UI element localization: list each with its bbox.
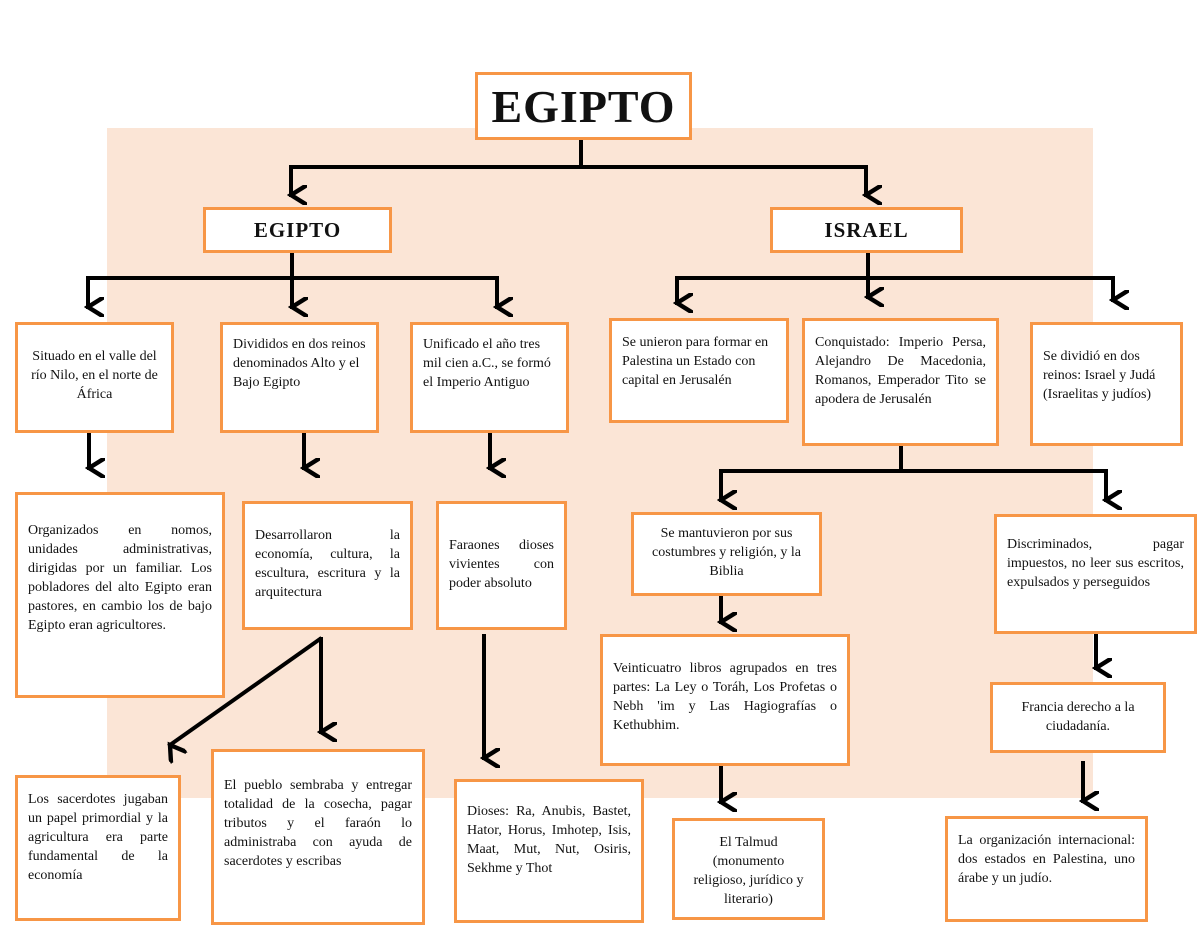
organizacion-box: La organización internacional: dos estad…: [945, 816, 1148, 922]
title-text: EGIPTO: [491, 80, 676, 132]
pueblo-box: El pueblo sembraba y entregar totalidad …: [211, 749, 425, 925]
desarrollaron-text: Desarrollaron la economía, cultura, la e…: [255, 528, 400, 600]
organizados-box: Organizados en nomos, unidades administr…: [15, 492, 225, 698]
unificado-text: Unificado el año tres mil cien a.C., se …: [423, 337, 551, 390]
title-box: EGIPTO: [475, 72, 692, 140]
egipto-branch-label: EGIPTO: [253, 217, 342, 242]
dioses-box: Dioses: Ra, Anubis, Bastet, Hator, Horus…: [454, 779, 644, 923]
talmud-text: El Talmud (monumento religioso, jurídico…: [693, 835, 804, 907]
divididos-text: Divididos en dos reinos denominados Alto…: [233, 337, 366, 390]
francia-box: Francia derecho a la ciudadanía.: [990, 682, 1166, 753]
situado-text: Situado en el valle del río Nilo, en el …: [31, 349, 158, 402]
discriminados-text: Discriminados, pagar impuestos, no leer …: [1007, 537, 1184, 590]
veinticuatro-box: Veinticuatro libros agrupados en tres pa…: [600, 634, 850, 766]
faraones-text: Faraones dioses vivientes con poder abso…: [449, 538, 554, 591]
arrow-to-sacerdotes: [167, 636, 323, 745]
faraones-box: Faraones dioses vivientes con poder abso…: [436, 501, 567, 630]
egipto-branch-box: EGIPTO: [203, 207, 392, 253]
mantuvieron-box: Se mantuvieron por sus costumbres y reli…: [631, 512, 822, 596]
conquistado-box: Conquistado: Imperio Persa, Alejandro De…: [802, 318, 999, 446]
veinticuatro-text: Veinticuatro libros agrupados en tres pa…: [613, 661, 837, 733]
sacerdotes-box: Los sacerdotes jugaban un papel primordi…: [15, 775, 181, 921]
israel-branch-label: ISRAEL: [824, 217, 909, 242]
organizacion-text: La organización internacional: dos estad…: [958, 833, 1135, 886]
discriminados-box: Discriminados, pagar impuestos, no leer …: [994, 514, 1197, 634]
pueblo-text: El pueblo sembraba y entregar totalidad …: [224, 778, 412, 869]
talmud-box: El Talmud (monumento religioso, jurídico…: [672, 818, 825, 920]
dioses-text: Dioses: Ra, Anubis, Bastet, Hator, Horus…: [467, 804, 631, 876]
dividio-text: Se dividió en dos reinos: Israel y Judá …: [1043, 349, 1156, 402]
situado-box: Situado en el valle del río Nilo, en el …: [15, 322, 174, 433]
mantuvieron-text: Se mantuvieron por sus costumbres y reli…: [652, 526, 801, 579]
unieron-text: Se unieron para formar en Palestina un E…: [622, 335, 769, 388]
sacerdotes-text: Los sacerdotes jugaban un papel primordi…: [28, 792, 168, 883]
divididos-box: Divididos en dos reinos denominados Alto…: [220, 322, 379, 433]
francia-text: Francia derecho a la ciudadanía.: [1021, 700, 1135, 734]
unieron-box: Se unieron para formar en Palestina un E…: [609, 318, 789, 423]
unificado-box: Unificado el año tres mil cien a.C., se …: [410, 322, 569, 433]
organizados-text: Organizados en nomos, unidades administr…: [28, 523, 212, 633]
conquistado-text: Conquistado: Imperio Persa, Alejandro De…: [815, 335, 986, 407]
israel-branch-box: ISRAEL: [770, 207, 963, 253]
desarrollaron-box: Desarrollaron la economía, cultura, la e…: [242, 501, 413, 630]
dividio-box: Se dividió en dos reinos: Israel y Judá …: [1030, 322, 1183, 446]
